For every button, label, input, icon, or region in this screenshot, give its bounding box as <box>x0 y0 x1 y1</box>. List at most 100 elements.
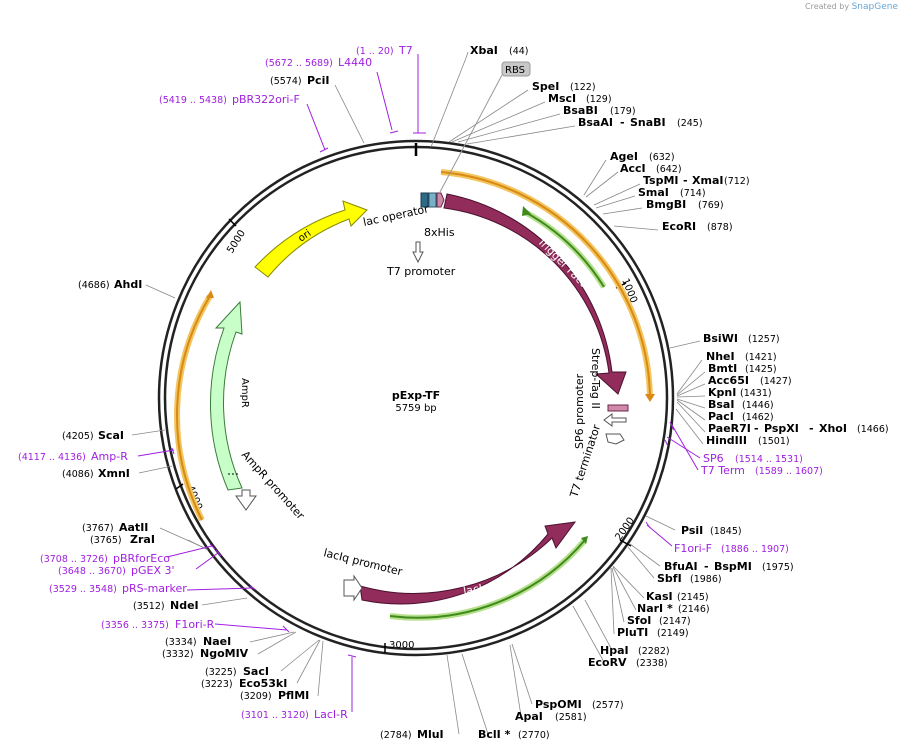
t7-promoter-arrow <box>412 241 424 264</box>
enzyme-label: BsaAI <box>578 116 613 129</box>
enzyme-pos: (3209) <box>240 691 272 702</box>
enzyme-pos: (2146) <box>678 604 710 615</box>
enzyme-pos: (1257) <box>748 334 780 345</box>
enzyme-label: PspOMI <box>535 698 582 711</box>
enzyme-labels: XbaI (44) SpeI (122) MscI (129) BsaBI (1… <box>62 44 889 741</box>
primer-range: (1886 .. 1907) <box>721 544 789 555</box>
ampr-promoter-label: AmpR promoter <box>239 448 307 522</box>
enzyme-pos: (1446) <box>742 400 774 411</box>
enzyme-label: HindIII <box>706 434 747 447</box>
enzyme-label: Acc65I <box>708 374 749 387</box>
enzyme-pos: (1421) <box>745 352 777 363</box>
enzyme-label: KasI <box>646 590 673 603</box>
primer-range: (3356 .. 3375) <box>101 620 169 631</box>
strep-tag-box <box>607 404 629 412</box>
enzyme-label: BsaI <box>708 398 734 411</box>
enzyme-leaders <box>131 51 706 735</box>
svg-text:-: - <box>620 116 625 129</box>
backbone-outer <box>157 139 675 657</box>
enzyme-label: PciI <box>307 74 329 87</box>
enzyme-label: PaeR7I <box>708 422 751 435</box>
enzyme-pos: (5574) <box>270 76 302 87</box>
enzyme-pos: (2338) <box>636 658 668 669</box>
enzyme-pos: (1462) <box>742 412 774 423</box>
primer-range: (3708 .. 3726) <box>40 554 108 565</box>
strep-tag-label: Strep-Tag II <box>589 348 602 409</box>
enzyme-pos: (1975) <box>762 562 794 573</box>
enzyme-pos: (129) <box>586 94 612 105</box>
enzyme-label: NgoMIV <box>200 647 249 660</box>
primer-label: pGEX 3' <box>131 564 175 577</box>
credit: Created by SnapGene <box>805 2 898 12</box>
enzyme-pos: (44) <box>509 46 529 57</box>
enzyme-pos: (3765) <box>90 535 122 546</box>
enzyme-label: PspXI <box>764 422 799 435</box>
enzyme-label: NdeI <box>170 599 199 612</box>
primer-range: (3529 .. 3548) <box>49 584 117 595</box>
primer-label: SP6 <box>703 452 724 465</box>
enzyme-pos: (2149) <box>657 628 689 639</box>
ampr-promoter-arrow <box>235 489 257 511</box>
enzyme-pos: (1501) <box>758 436 790 447</box>
plasmid-size: 5759 bp <box>395 403 436 414</box>
enzyme-pos: (2282) <box>638 646 670 657</box>
enzyme-pos: (2770) <box>518 730 550 741</box>
enzyme-label: XmnI <box>98 467 130 480</box>
enzyme-label: PflMI <box>278 689 309 702</box>
enzyme-pos: (3767) <box>82 523 114 534</box>
primer-range: (3648 .. 3670) <box>58 566 126 577</box>
enzyme-pos: (122) <box>570 82 596 93</box>
enzyme-pos: (1466) <box>857 424 889 435</box>
svg-text:-: - <box>704 560 709 573</box>
enzyme-label: XbaI <box>470 44 498 57</box>
enzyme-label: PluTI <box>617 626 648 639</box>
primer-label: LacI-R <box>314 708 348 721</box>
ampr-feature <box>210 300 243 491</box>
primer-range: (5672 .. 5689) <box>265 58 333 69</box>
enzyme-label: PacI <box>708 410 734 423</box>
enzyme-pos: (769) <box>698 200 724 211</box>
enzyme-pos: (1427) <box>760 376 792 387</box>
enzyme-pos: (245) <box>677 118 703 129</box>
enzyme-label: NheI <box>706 350 735 363</box>
enzyme-label: SmaI <box>638 186 669 199</box>
primer-label: L4440 <box>338 56 372 69</box>
enzyme-pos: (714) <box>680 188 706 199</box>
primer-label: T7 <box>398 44 413 57</box>
enzyme-label: SpeI <box>532 80 559 93</box>
enzyme-pos: (878) <box>707 222 733 233</box>
enzyme-pos: (3223) <box>201 679 233 690</box>
enzyme-label: NaeI <box>203 635 231 648</box>
enzyme-label: EcoRV <box>588 656 627 669</box>
enzyme-label: EcoRI <box>662 220 696 233</box>
svg-text:-: - <box>754 422 759 435</box>
laciq-promoter-arrow <box>343 574 363 602</box>
ori-feature <box>254 200 368 278</box>
enzyme-pos: (4205) <box>62 431 94 442</box>
primer-leaders <box>137 54 701 712</box>
enzyme-label: KpnI <box>708 386 736 399</box>
enzyme-label: BsiWI <box>703 332 738 345</box>
enzyme-label: SbfI <box>657 572 682 585</box>
enzyme-pos: (2145) <box>677 592 709 603</box>
enzyme-pos: (712) <box>724 176 750 187</box>
primer-range: (1 .. 20) <box>356 46 394 57</box>
enzyme-pos: (4686) <box>78 280 110 291</box>
enzyme-label: MscI <box>548 92 576 105</box>
enzyme-pos: (179) <box>610 106 636 117</box>
enzyme-label: BsaBI <box>563 104 598 117</box>
enzyme-label: BmtI <box>708 362 737 375</box>
enzyme-pos: (3332) <box>162 649 194 660</box>
enzyme-pos: (632) <box>649 152 675 163</box>
enzyme-pos: (1845) <box>710 526 742 537</box>
enzyme-label: BspMI <box>714 560 752 573</box>
enzyme-label: PsiI <box>681 524 703 537</box>
enzyme-pos: (3225) <box>205 667 237 678</box>
tick-label-3000: 3000 <box>389 640 414 651</box>
enzyme-label: AgeI <box>610 150 638 163</box>
svg-text:-: - <box>683 174 688 187</box>
enzyme-label: TspMI <box>643 174 679 187</box>
sp6-promoter-arrow <box>603 413 627 427</box>
enzyme-label: AccI <box>620 162 646 175</box>
